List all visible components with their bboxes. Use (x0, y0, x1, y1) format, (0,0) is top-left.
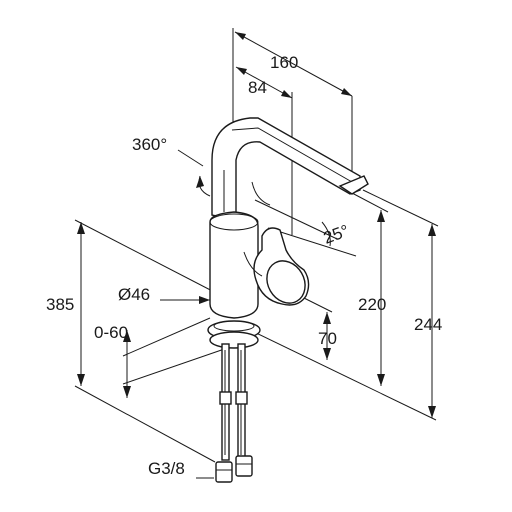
body-top-ellipse (209, 213, 259, 231)
arrow (323, 348, 331, 360)
label-220: 220 (358, 295, 386, 314)
arrow (428, 224, 436, 236)
spout-tube (211, 117, 361, 221)
dim-160-line (234, 31, 353, 97)
arrow (377, 374, 385, 386)
arrow (323, 312, 331, 324)
tilt-line (254, 199, 336, 239)
crimp-left (219, 391, 232, 405)
dim-70-ext-top (299, 295, 333, 313)
tilt-arc-left (251, 181, 271, 206)
mounting-washer (209, 331, 259, 349)
nut-left (215, 461, 233, 483)
arrow (235, 32, 246, 40)
handle-cap (266, 260, 306, 304)
arrow (77, 222, 85, 234)
base-flange-inner (213, 320, 255, 332)
dim-base-ext (249, 329, 437, 421)
tilt-arc (321, 221, 331, 247)
dim-0-60-ext-top (122, 317, 211, 357)
dim-385-ext-bottom (74, 385, 216, 463)
handle-joint (243, 251, 263, 277)
arrow (199, 296, 210, 304)
rotation-leader (177, 149, 204, 167)
arrow (123, 386, 131, 398)
label-360: 360° (132, 135, 167, 154)
crimp-right (235, 391, 248, 405)
arrow (77, 374, 85, 386)
spout-outlet (338, 175, 369, 195)
arrow (281, 90, 292, 98)
dimension-lines (74, 28, 439, 479)
arrow (377, 210, 385, 222)
dim-385-ext-top (74, 219, 223, 297)
label-244: 244 (414, 315, 442, 334)
label-385: 385 (46, 295, 74, 314)
nut-right (235, 455, 253, 477)
arrow (236, 67, 247, 75)
dim-0-60-ext-bottom (122, 344, 237, 385)
arrow (196, 176, 204, 188)
tilt-ref-line (267, 227, 357, 257)
label-thread: G3/8 (148, 459, 185, 478)
dim-244-ext-top (362, 189, 439, 227)
label-25: 25° (321, 221, 352, 248)
label-70: 70 (318, 329, 337, 348)
spout-top-edge (231, 127, 353, 183)
faucet (207, 117, 369, 483)
faucet-body (209, 211, 259, 319)
arrow (123, 330, 131, 342)
label-84: 84 (248, 78, 267, 97)
label-0-60: 0-60 (94, 323, 128, 342)
label-160: 160 (270, 53, 298, 72)
arrow (428, 406, 436, 418)
arrow (341, 88, 352, 96)
label-diameter: Ø46 (118, 285, 150, 304)
dim-220-ext-top (351, 192, 389, 213)
